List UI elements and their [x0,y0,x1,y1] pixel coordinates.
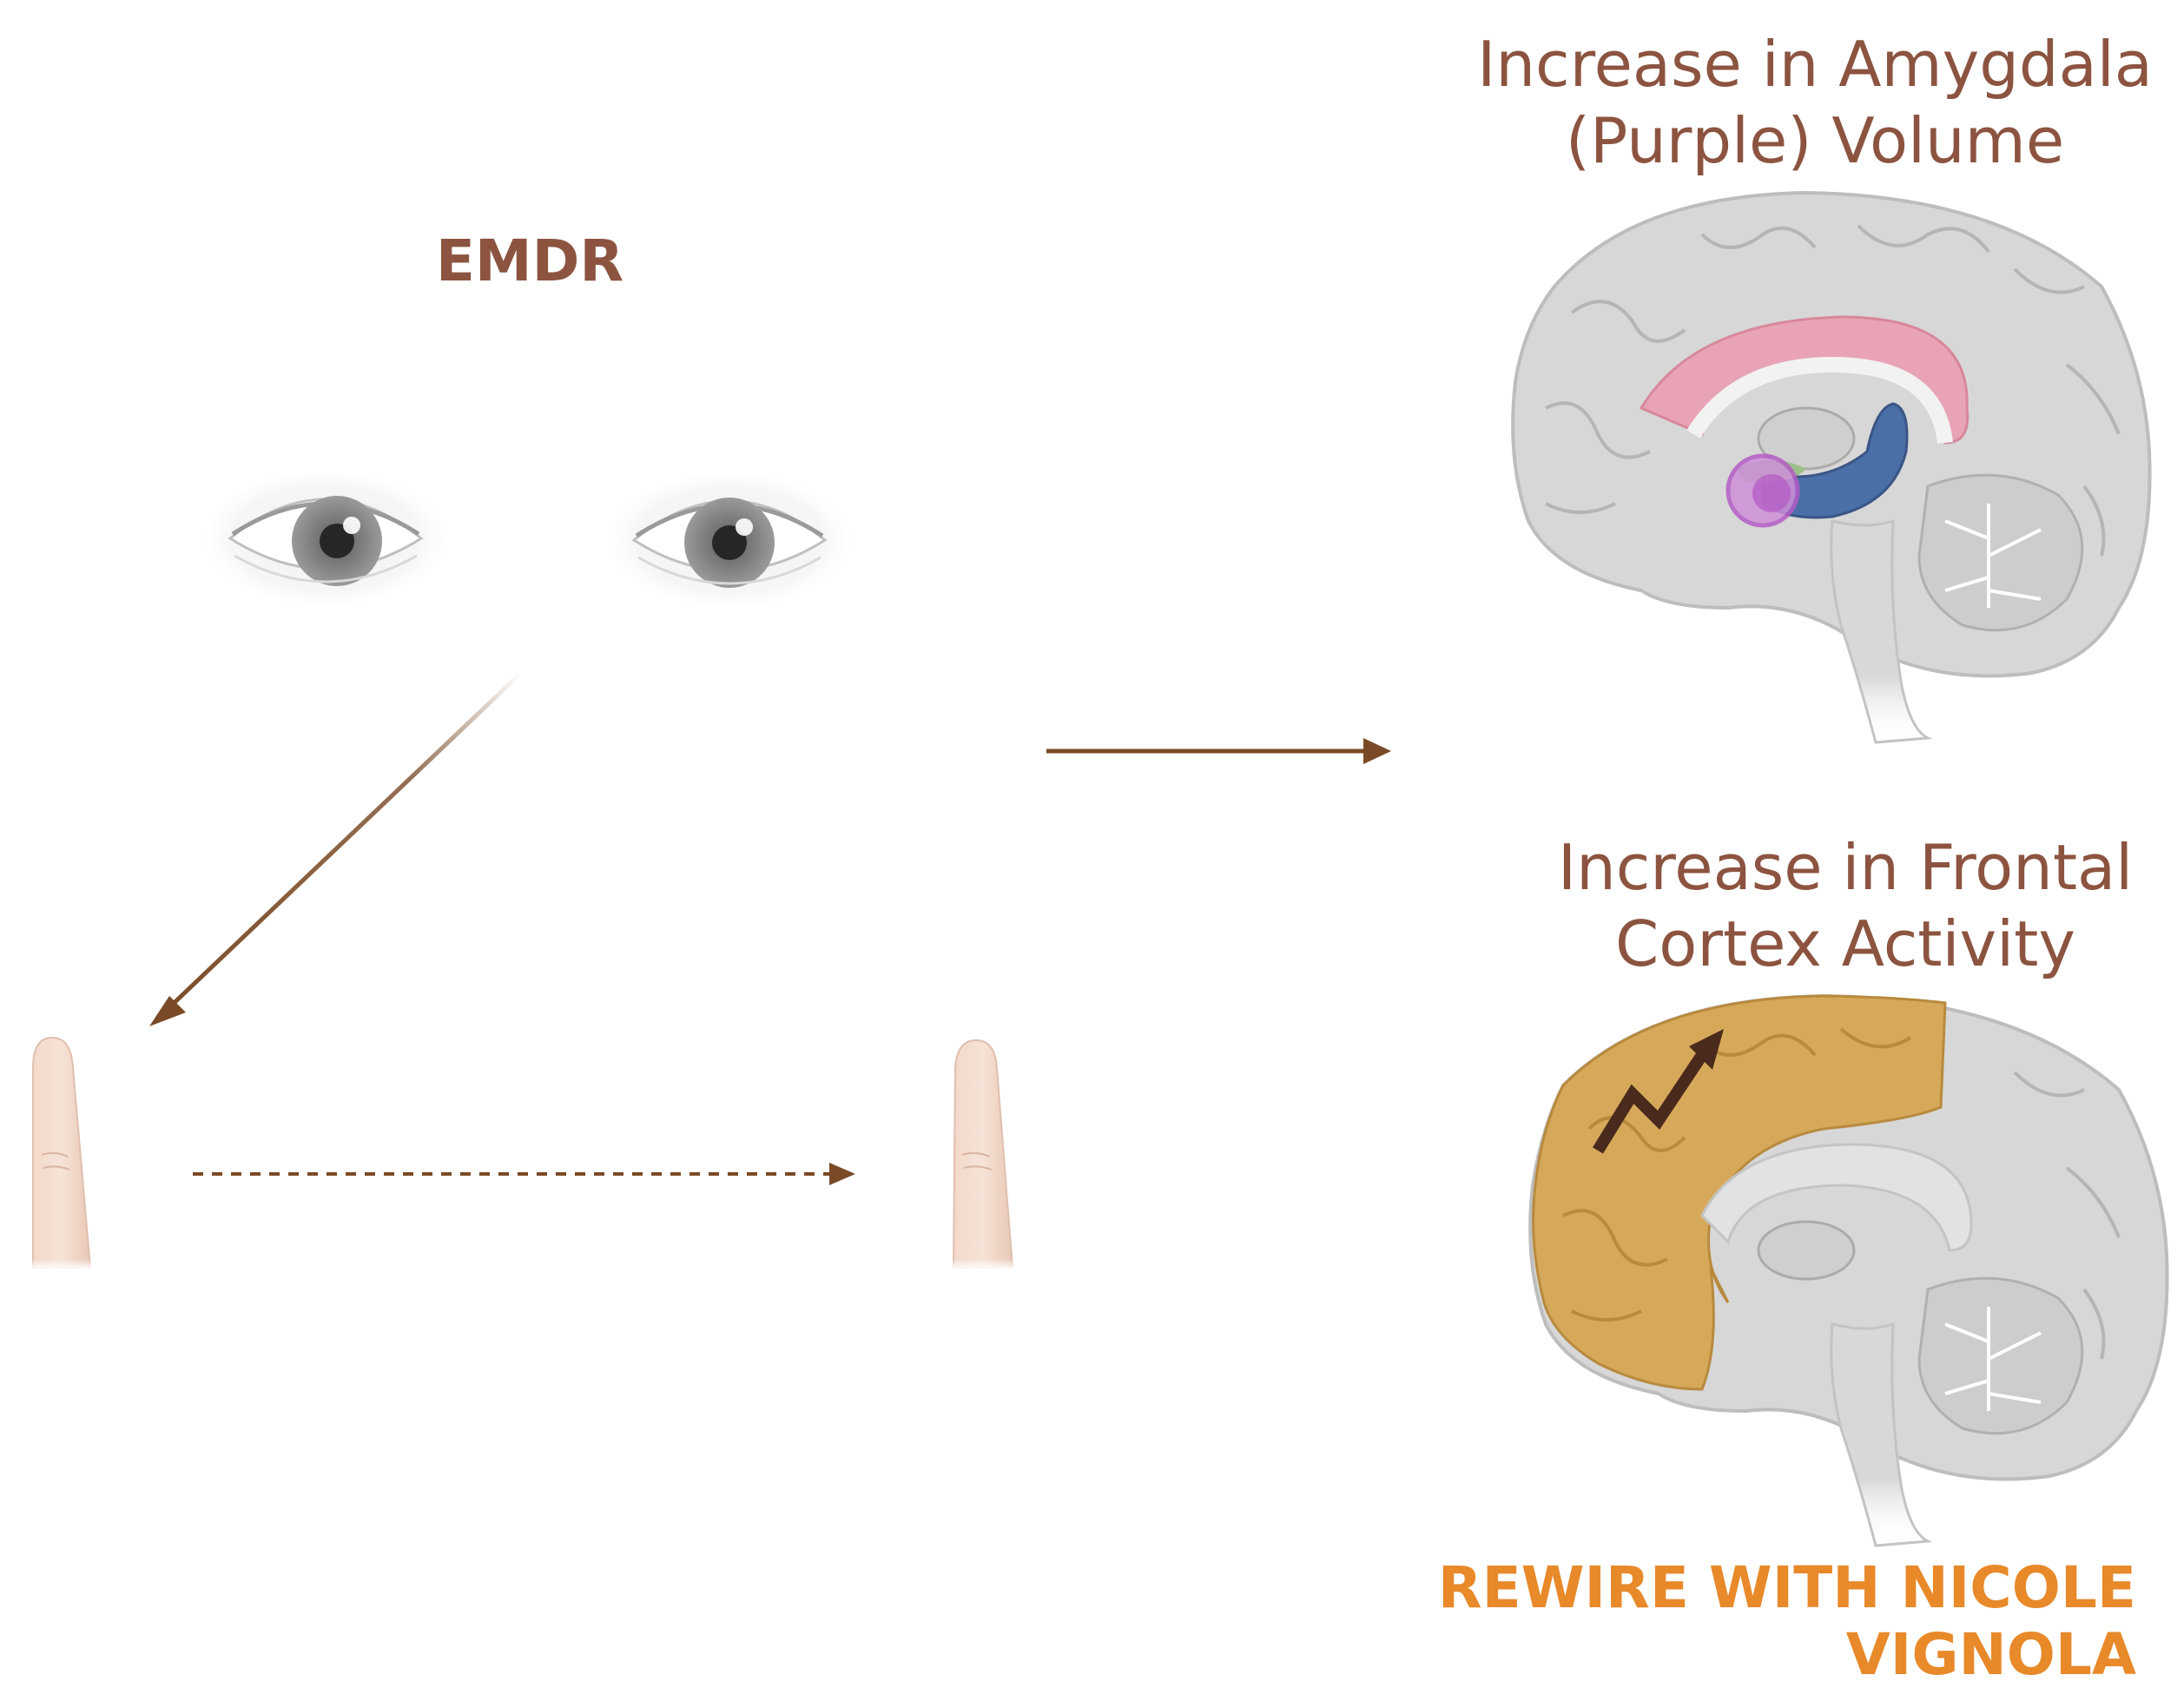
frontal-caption-line2: Cortex Activity [1615,907,2075,980]
amygdala-caption: Increase in Amygdala (Purple) Volume [1424,26,2184,179]
finger-movement-arrow [193,1163,855,1185]
brain-frontal-icon [1528,993,2169,1547]
right-eye-icon [608,472,851,608]
amygdala-caption-line2: (Purple) Volume [1565,104,2065,177]
emdr-title: EMDR [435,227,624,294]
amygdala-caption-line1: Increase in Amygdala [1477,28,2153,101]
result-arrow [1046,738,1391,764]
left-finger-icon [26,1036,96,1269]
gaze-arrow [149,671,523,1026]
trend-up-icon [1593,1029,1724,1154]
branding-text: REWIRE WITH NICOLE VIGNOLA [1437,1554,2136,1688]
brain-amygdala-icon [1511,190,2152,744]
emdr-diagram: EMDR Increase in Amygdala (Purple) Volum… [26,26,2184,1688]
frontal-caption-line1: Increase in Frontal [1557,831,2134,904]
frontal-caption: Increase in Frontal Cortex Activity [1476,829,2184,982]
left-eye-icon [204,471,447,606]
right-finger-icon [947,1039,1020,1269]
diagram-canvas [26,190,2169,1547]
